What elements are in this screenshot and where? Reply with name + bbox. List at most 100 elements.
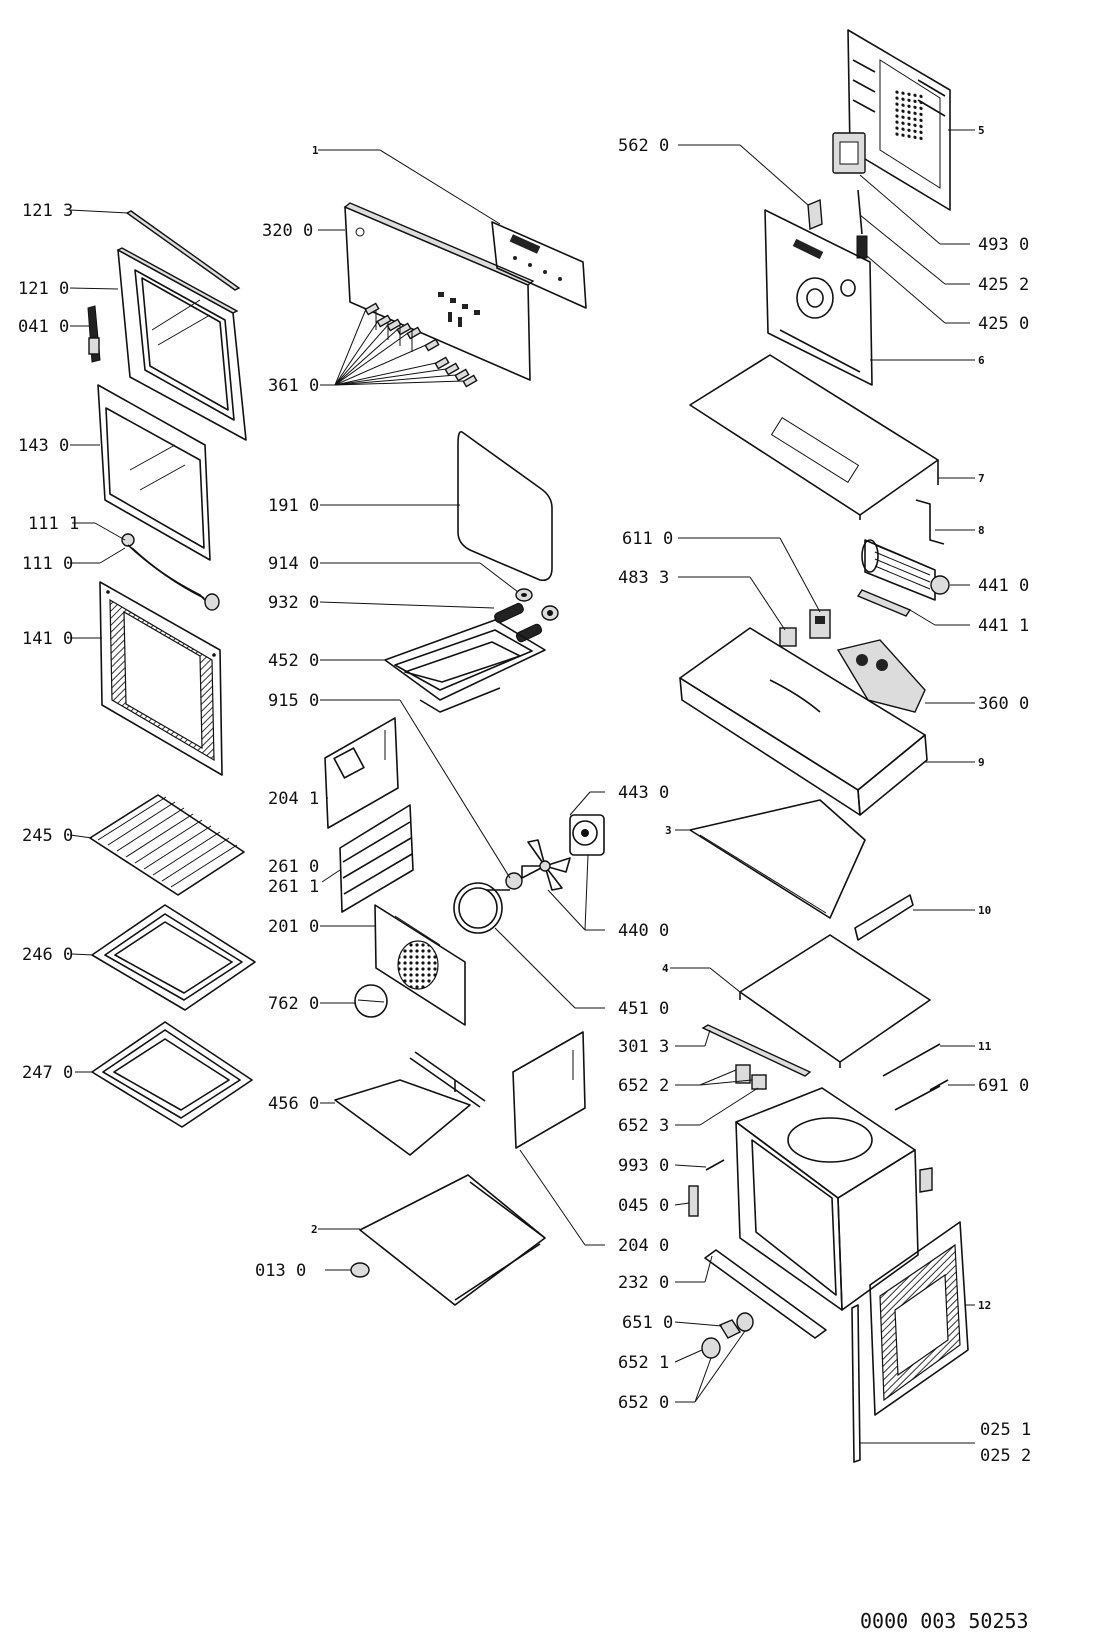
label-204-0: 204 0 bbox=[618, 1236, 669, 1256]
label-301-3: 301 3 bbox=[618, 1037, 669, 1057]
connector bbox=[856, 235, 868, 259]
label-141-0: 141 0 bbox=[22, 629, 73, 649]
label-1: 1 bbox=[312, 144, 319, 157]
label-441-0: 441 0 bbox=[978, 576, 1029, 596]
knob-spindle bbox=[718, 1319, 742, 1339]
label-425-0: 425 0 bbox=[978, 314, 1029, 334]
fan-ring-heater bbox=[453, 882, 510, 934]
cooling-bracket bbox=[807, 198, 823, 231]
label-025-2: 025 2 bbox=[980, 1446, 1031, 1466]
label-045-0: 045 0 bbox=[618, 1196, 669, 1216]
label-360-0: 360 0 bbox=[978, 694, 1029, 714]
foot bbox=[350, 1262, 370, 1278]
label-443-0: 443 0 bbox=[618, 783, 669, 803]
label-191-0: 191 0 bbox=[268, 496, 319, 516]
control-knobs bbox=[364, 302, 478, 388]
label-451-0: 451 0 bbox=[618, 999, 669, 1019]
front-frame-strip bbox=[704, 1249, 827, 1339]
label-232-0: 232 0 bbox=[618, 1273, 669, 1293]
label-261-0: 261 0 bbox=[268, 857, 319, 877]
label-914-0: 914 0 bbox=[268, 554, 319, 574]
fan-motor-mount bbox=[856, 589, 912, 617]
label-7: 7 bbox=[978, 472, 985, 485]
bottom-plate bbox=[359, 1174, 546, 1306]
label-4: 4 bbox=[662, 962, 669, 975]
bottom-cover bbox=[739, 934, 931, 1068]
reference-number: 0000 003 50253 bbox=[860, 1609, 1029, 1633]
label-932-0: 932 0 bbox=[268, 593, 319, 613]
label-652-1: 652 1 bbox=[618, 1353, 669, 1373]
side-trim bbox=[882, 1043, 941, 1077]
right-side-rack bbox=[512, 1031, 586, 1149]
label-320-0: 320 0 bbox=[262, 221, 313, 241]
control-panel bbox=[343, 202, 535, 381]
label-483-3: 483 3 bbox=[618, 568, 669, 588]
label-440-0: 440 0 bbox=[618, 921, 669, 941]
wire-shelf bbox=[89, 794, 245, 896]
label-111-1: 111 1 bbox=[28, 514, 79, 534]
label-121-0: 121 0 bbox=[18, 279, 69, 299]
fan-motor bbox=[569, 814, 605, 856]
label-652-3: 652 3 bbox=[618, 1116, 669, 1136]
label-691-0: 691 0 bbox=[978, 1076, 1029, 1096]
thermal-fuse bbox=[779, 627, 797, 647]
lamp-cover-and-holder bbox=[515, 588, 559, 621]
label-261-1: 261 1 bbox=[268, 877, 319, 897]
label-013-0: 013 0 bbox=[255, 1261, 306, 1281]
label-143-0: 143 0 bbox=[18, 436, 69, 456]
timer-module bbox=[836, 639, 926, 713]
top-panel-bracket bbox=[915, 499, 945, 545]
hinge-rail bbox=[851, 1304, 861, 1463]
label-9: 9 bbox=[978, 756, 985, 769]
sensor bbox=[894, 1079, 949, 1111]
label-11: 11 bbox=[978, 1040, 992, 1053]
rear-side-rack bbox=[324, 717, 399, 829]
control-box bbox=[679, 627, 928, 816]
rear-panel bbox=[847, 29, 951, 211]
label-652-0: 652 0 bbox=[618, 1393, 669, 1413]
label-041-0: 041 0 bbox=[18, 317, 69, 337]
label-652-2: 652 2 bbox=[618, 1076, 669, 1096]
switch bbox=[735, 1064, 767, 1090]
oven-cavity bbox=[735, 1087, 933, 1311]
label-5: 5 bbox=[978, 124, 985, 137]
label-915-0: 915 0 bbox=[268, 691, 319, 711]
label-121-3: 121 3 bbox=[22, 201, 73, 221]
door-lock bbox=[688, 1185, 699, 1217]
label-651-0: 651 0 bbox=[622, 1313, 673, 1333]
front-strip bbox=[701, 1024, 812, 1077]
label-2: 2 bbox=[311, 1223, 318, 1236]
label-10: 10 bbox=[978, 904, 991, 917]
inner-door-frame bbox=[116, 247, 247, 441]
label-452-0: 452 0 bbox=[268, 651, 319, 671]
front-frame bbox=[869, 1221, 969, 1416]
label-6: 6 bbox=[978, 354, 985, 367]
label-8: 8 bbox=[978, 524, 985, 537]
door-handle bbox=[121, 533, 220, 611]
top-cover bbox=[854, 894, 914, 941]
label-247-0: 247 0 bbox=[22, 1063, 73, 1083]
cooling-fan bbox=[861, 539, 950, 601]
part-labels: 1 2 3 4 5 6 7 8 9 10 11 12 013 0 025 1 0… bbox=[18, 124, 1031, 1633]
rear-frame-panel bbox=[764, 209, 873, 386]
label-361-0: 361 0 bbox=[268, 376, 319, 396]
label-12: 12 bbox=[978, 1299, 991, 1312]
thermostat bbox=[809, 609, 831, 639]
label-762-0: 762 0 bbox=[268, 994, 319, 1014]
label-246-0: 246 0 bbox=[22, 945, 73, 965]
label-201-0: 201 0 bbox=[268, 917, 319, 937]
label-562-0: 562 0 bbox=[618, 136, 669, 156]
fan-assembly bbox=[505, 839, 571, 891]
label-441-1: 441 1 bbox=[978, 616, 1029, 636]
oven-door-seal bbox=[457, 430, 553, 582]
bottom-heating-element bbox=[334, 1051, 486, 1156]
screw bbox=[705, 1159, 725, 1171]
label-425-2: 425 2 bbox=[978, 275, 1029, 295]
cavity-top bbox=[689, 799, 866, 919]
label-456-0: 456 0 bbox=[268, 1094, 319, 1114]
label-204-1: 204 1 bbox=[268, 789, 319, 809]
label-025-1: 025 1 bbox=[980, 1420, 1031, 1440]
terminal-block bbox=[832, 132, 866, 174]
leader-lines bbox=[69, 129, 975, 1444]
deep-baking-tray bbox=[91, 1021, 253, 1128]
